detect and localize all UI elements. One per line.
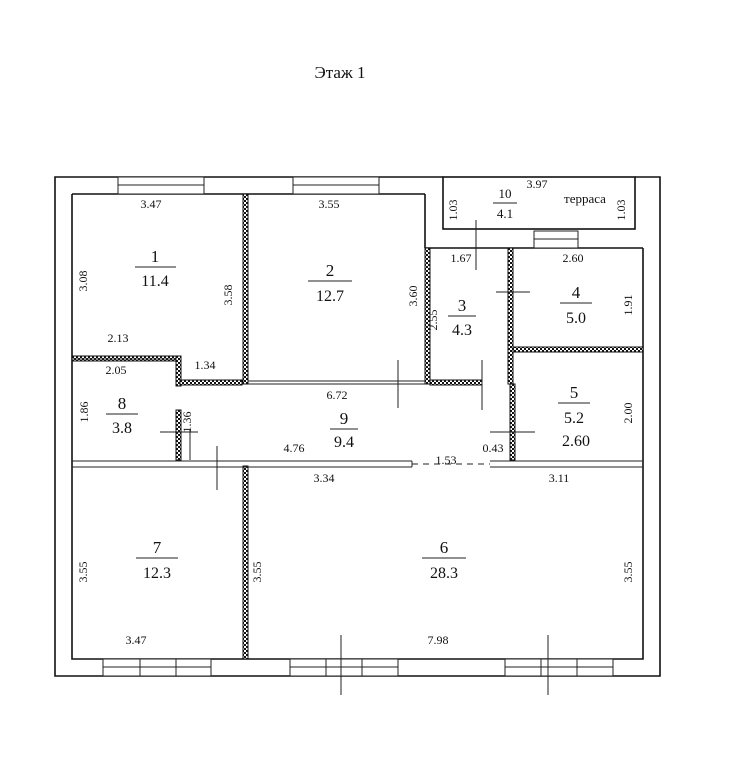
svg-text:10: 10 — [499, 186, 512, 201]
room-5-label: 5 5.2 2.60 — [558, 383, 590, 450]
svg-text:2: 2 — [326, 261, 335, 280]
svg-text:3.47: 3.47 — [141, 197, 162, 211]
svg-text:3.55: 3.55 — [621, 562, 635, 583]
svg-text:2.00: 2.00 — [621, 403, 635, 424]
svg-text:3.60: 3.60 — [406, 286, 420, 307]
room-8-label: 8 3.8 — [106, 394, 138, 437]
svg-text:0.43: 0.43 — [483, 441, 504, 455]
svg-text:9: 9 — [340, 409, 349, 428]
svg-text:1.86: 1.86 — [77, 402, 91, 423]
terrace-label: терраса — [564, 191, 606, 206]
svg-text:5.2: 5.2 — [564, 410, 584, 427]
svg-text:6: 6 — [440, 538, 449, 557]
svg-text:3.08: 3.08 — [76, 271, 90, 292]
svg-text:4.3: 4.3 — [452, 322, 472, 339]
svg-text:1.03: 1.03 — [614, 200, 628, 221]
svg-text:12.7: 12.7 — [316, 288, 344, 305]
svg-text:3.97: 3.97 — [527, 177, 548, 191]
svg-text:12.3: 12.3 — [143, 565, 171, 582]
svg-text:2.60: 2.60 — [563, 251, 584, 265]
svg-text:7.98: 7.98 — [428, 633, 449, 647]
svg-text:8: 8 — [118, 394, 127, 413]
svg-text:4.1: 4.1 — [497, 206, 513, 221]
room-4-label: 4 5.0 — [560, 283, 592, 327]
svg-text:1.53: 1.53 — [436, 453, 457, 467]
partitions — [72, 220, 643, 695]
room-1-label: 1 11.4 — [135, 247, 176, 290]
svg-text:6.72: 6.72 — [327, 388, 348, 402]
svg-text:3.55: 3.55 — [250, 562, 264, 583]
svg-text:3.8: 3.8 — [112, 420, 132, 437]
svg-text:11.4: 11.4 — [141, 273, 168, 290]
svg-text:4.76: 4.76 — [284, 441, 305, 455]
svg-text:1.34: 1.34 — [195, 358, 216, 372]
windows — [102, 176, 614, 677]
dimension-labels: 3.47 3.08 3.58 2.13 3.55 3.60 3.97 1.03 … — [76, 177, 635, 647]
svg-text:1.36: 1.36 — [180, 412, 194, 433]
floor-title: Этаж 1 — [315, 63, 366, 82]
room-labels: 1 11.4 2 12.7 3 4.3 4 5.0 5 5.2 2.60 6 — [106, 186, 606, 582]
svg-text:3.34: 3.34 — [314, 471, 335, 485]
room-9-label: 9 9.4 — [330, 409, 358, 451]
svg-text:7: 7 — [153, 538, 162, 557]
svg-text:5: 5 — [570, 383, 579, 402]
room-2-label: 2 12.7 — [308, 261, 352, 305]
svg-text:5.0: 5.0 — [566, 310, 586, 327]
svg-text:1.67: 1.67 — [451, 251, 472, 265]
svg-text:3.55: 3.55 — [319, 197, 340, 211]
svg-text:3.55: 3.55 — [76, 562, 90, 583]
svg-text:1.03: 1.03 — [446, 200, 460, 221]
svg-text:28.3: 28.3 — [430, 565, 458, 582]
room-7-label: 7 12.3 — [136, 538, 178, 582]
svg-text:1.91: 1.91 — [621, 295, 635, 316]
room-3-label: 3 4.3 — [448, 296, 476, 339]
svg-text:2.55: 2.55 — [426, 310, 440, 331]
svg-text:9.4: 9.4 — [334, 434, 354, 451]
svg-text:2.60: 2.60 — [562, 433, 590, 450]
svg-text:3.47: 3.47 — [126, 633, 147, 647]
svg-text:2.13: 2.13 — [108, 331, 129, 345]
room-10-label: 10 4.1 терраса — [493, 186, 606, 221]
svg-text:3: 3 — [458, 296, 467, 315]
svg-text:4: 4 — [572, 283, 581, 302]
svg-text:2.05: 2.05 — [106, 363, 127, 377]
room-6-label: 6 28.3 — [422, 538, 466, 582]
svg-text:3.58: 3.58 — [221, 285, 235, 306]
svg-text:3.11: 3.11 — [549, 471, 570, 485]
svg-text:1: 1 — [151, 247, 160, 266]
